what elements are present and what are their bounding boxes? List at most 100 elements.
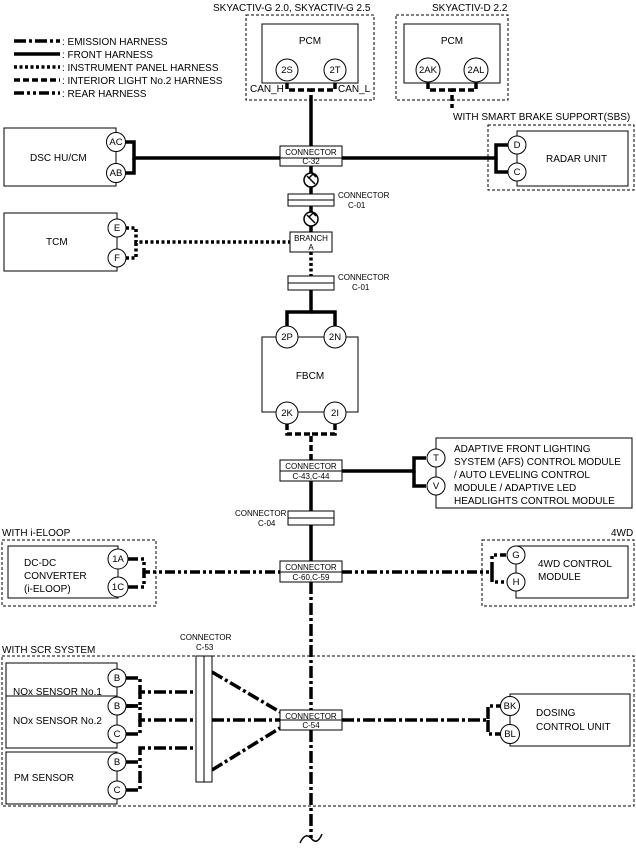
nox1-wire — [126, 676, 196, 694]
legend-front-label: : FRONT HARNESS — [62, 50, 153, 61]
afs-label-line-1: ADAPTIVE FRONT LIGHTING — [454, 444, 591, 455]
fbcm-top-wire-right — [311, 310, 337, 326]
connector-c53-label-1: CONNECTOR — [180, 633, 232, 642]
dcdc-label-line-3: (i-ELOOP) — [24, 584, 71, 595]
nox2-pin-c — [107, 724, 127, 744]
pm-pin-c — [107, 780, 127, 800]
connector-c32-label-2: C-32 — [302, 157, 320, 166]
4wd-pin-g — [506, 545, 526, 565]
connector-c53-label-2: C-53 — [196, 643, 214, 652]
connector-c01-upper-label-1: CONNECTOR — [338, 191, 390, 200]
fbcm-pin-2i — [323, 401, 347, 425]
pcm-d-pin-2ak — [415, 57, 441, 83]
group-box-scr — [1, 655, 635, 807]
afs-pin-v-label: V — [433, 481, 440, 492]
pcm-g-can-l-wire — [311, 83, 337, 92]
branch-a — [289, 231, 333, 253]
fbcm-top-wire-left — [285, 290, 313, 326]
diagnostic-symbol-2 — [303, 211, 319, 227]
tcm-pin-e — [107, 218, 127, 238]
afs-label-line-2: SYSTEM (AFS) CONTROL MODULE — [454, 457, 621, 468]
tcm-pin-f-label: F — [114, 253, 120, 264]
fbcm-module — [261, 336, 359, 413]
nox2-label: NOx SENSOR No.2 — [13, 716, 102, 727]
dcdc-pin-1c — [107, 576, 129, 598]
4wd-label-line-1: 4WD CONTROL — [538, 559, 612, 570]
dcdc-pin-1a — [107, 548, 129, 570]
tcm-wire-lower — [126, 242, 138, 260]
pm-wire — [126, 746, 196, 764]
nox1-pin-b — [107, 668, 127, 688]
dsc-pin-ac-label: AC — [109, 137, 122, 148]
dsc-module — [3, 127, 117, 187]
connector-c60-c59-label-1: CONNECTOR — [285, 563, 337, 572]
pm-label: PM SENSOR — [14, 773, 74, 784]
fbcm-pin-2k — [275, 401, 299, 425]
4wd-pin-h — [506, 572, 526, 592]
pcm-g-pin-2s-label: 2S — [281, 65, 293, 76]
dosing-label-line-2: CONTROL UNIT — [536, 722, 611, 733]
pm-pin-c-label: C — [114, 785, 121, 796]
radar-pin-c — [507, 162, 527, 182]
nox2-module — [5, 695, 118, 749]
pcm-d-pin-2al-label: 2AL — [468, 65, 485, 76]
dcdc-module — [7, 545, 119, 599]
diagnostic-symbol-1 — [303, 172, 319, 188]
radar-wire-lower — [494, 158, 508, 174]
group-label-sbs: WITH SMART BRAKE SUPPORT(SBS) — [453, 112, 630, 123]
branch-a-label-1: BRANCH — [294, 234, 328, 243]
pcm-g-label: PCM — [299, 36, 321, 47]
dosing-wire-upper — [342, 704, 502, 722]
group-label-ieloop: WITH i-ELOOP — [2, 528, 71, 539]
tcm-wire-upper — [126, 226, 290, 244]
dsc-wire-upper — [124, 140, 280, 160]
connector-c04-label-2: C-04 — [258, 519, 276, 528]
legend-interior-label: : INTERIOR LIGHT No.2 HARNESS — [62, 76, 223, 87]
dsc-pin-ab-label: AB — [110, 168, 123, 179]
dosing-label-line-1: DOSING — [536, 708, 576, 719]
group-box-sbs — [487, 124, 635, 191]
tcm-module — [3, 212, 118, 272]
connector-c43-c44-label-2: C-43,C-44 — [293, 472, 330, 481]
wire-break-mark — [299, 833, 323, 844]
dcdc-pin-1c-label: 1C — [112, 582, 124, 593]
fbcm-pin-2i-label: 2I — [331, 408, 339, 419]
fbcm-pin-2n — [323, 325, 347, 349]
dsc-label: DSC HU/CM — [30, 153, 87, 164]
pcm-g-can-h-wire — [285, 83, 313, 100]
pcm-g-pin-2s — [275, 58, 299, 82]
dsc-wire-lower — [124, 158, 136, 175]
fbcm-pin-2k-label: 2K — [281, 408, 293, 419]
radar-pin-d-label: D — [514, 140, 521, 151]
group-label-scr: WITH SCR SYSTEM — [2, 645, 95, 656]
dcdc-wire-lower — [128, 572, 146, 589]
connector-c32-label-1: CONNECTOR — [285, 148, 337, 157]
radar-pin-c-label: C — [514, 167, 521, 178]
tcm-pin-f — [107, 248, 127, 268]
group-label-4wd: 4WD — [611, 528, 633, 539]
dcdc-wire-upper — [128, 557, 280, 574]
dosing-pin-bl — [500, 724, 520, 744]
nox1-pin-b-label: B — [114, 673, 120, 684]
fbcm-label: FBCM — [296, 371, 324, 382]
pcm-d-branch-wire-right — [452, 83, 478, 92]
group-label-skyactiv-g: SKYACTIV-G 2.0, SKYACTIV-G 2.5 — [213, 3, 371, 14]
pcm-g-pin-2t — [323, 58, 347, 82]
can-h-label: CAN_H — [250, 84, 284, 95]
afs-pin-t-label: T — [433, 453, 439, 464]
tcm-label: TCM — [46, 237, 68, 248]
connector-c54-label-1: CONNECTOR — [285, 712, 337, 721]
radar-module — [516, 130, 629, 187]
group-label-skyactiv-d: SKYACTIV-D 2.2 — [432, 3, 508, 14]
4wd-label-line-2: MODULE — [538, 572, 581, 583]
nox1-label: NOx SENSOR No.1 — [13, 687, 102, 698]
nox2-pin-b — [107, 696, 127, 716]
connector-c01-upper-label-2: C-01 — [348, 201, 366, 210]
pm-module — [5, 751, 118, 805]
nox2-pin-b-label: B — [114, 701, 120, 712]
afs-wire-lower — [412, 471, 426, 488]
4wd-pin-h-label: H — [513, 577, 520, 588]
dcdc-label-line-1: DC-DC — [24, 558, 56, 569]
tcm-pin-e-label: E — [114, 223, 120, 234]
